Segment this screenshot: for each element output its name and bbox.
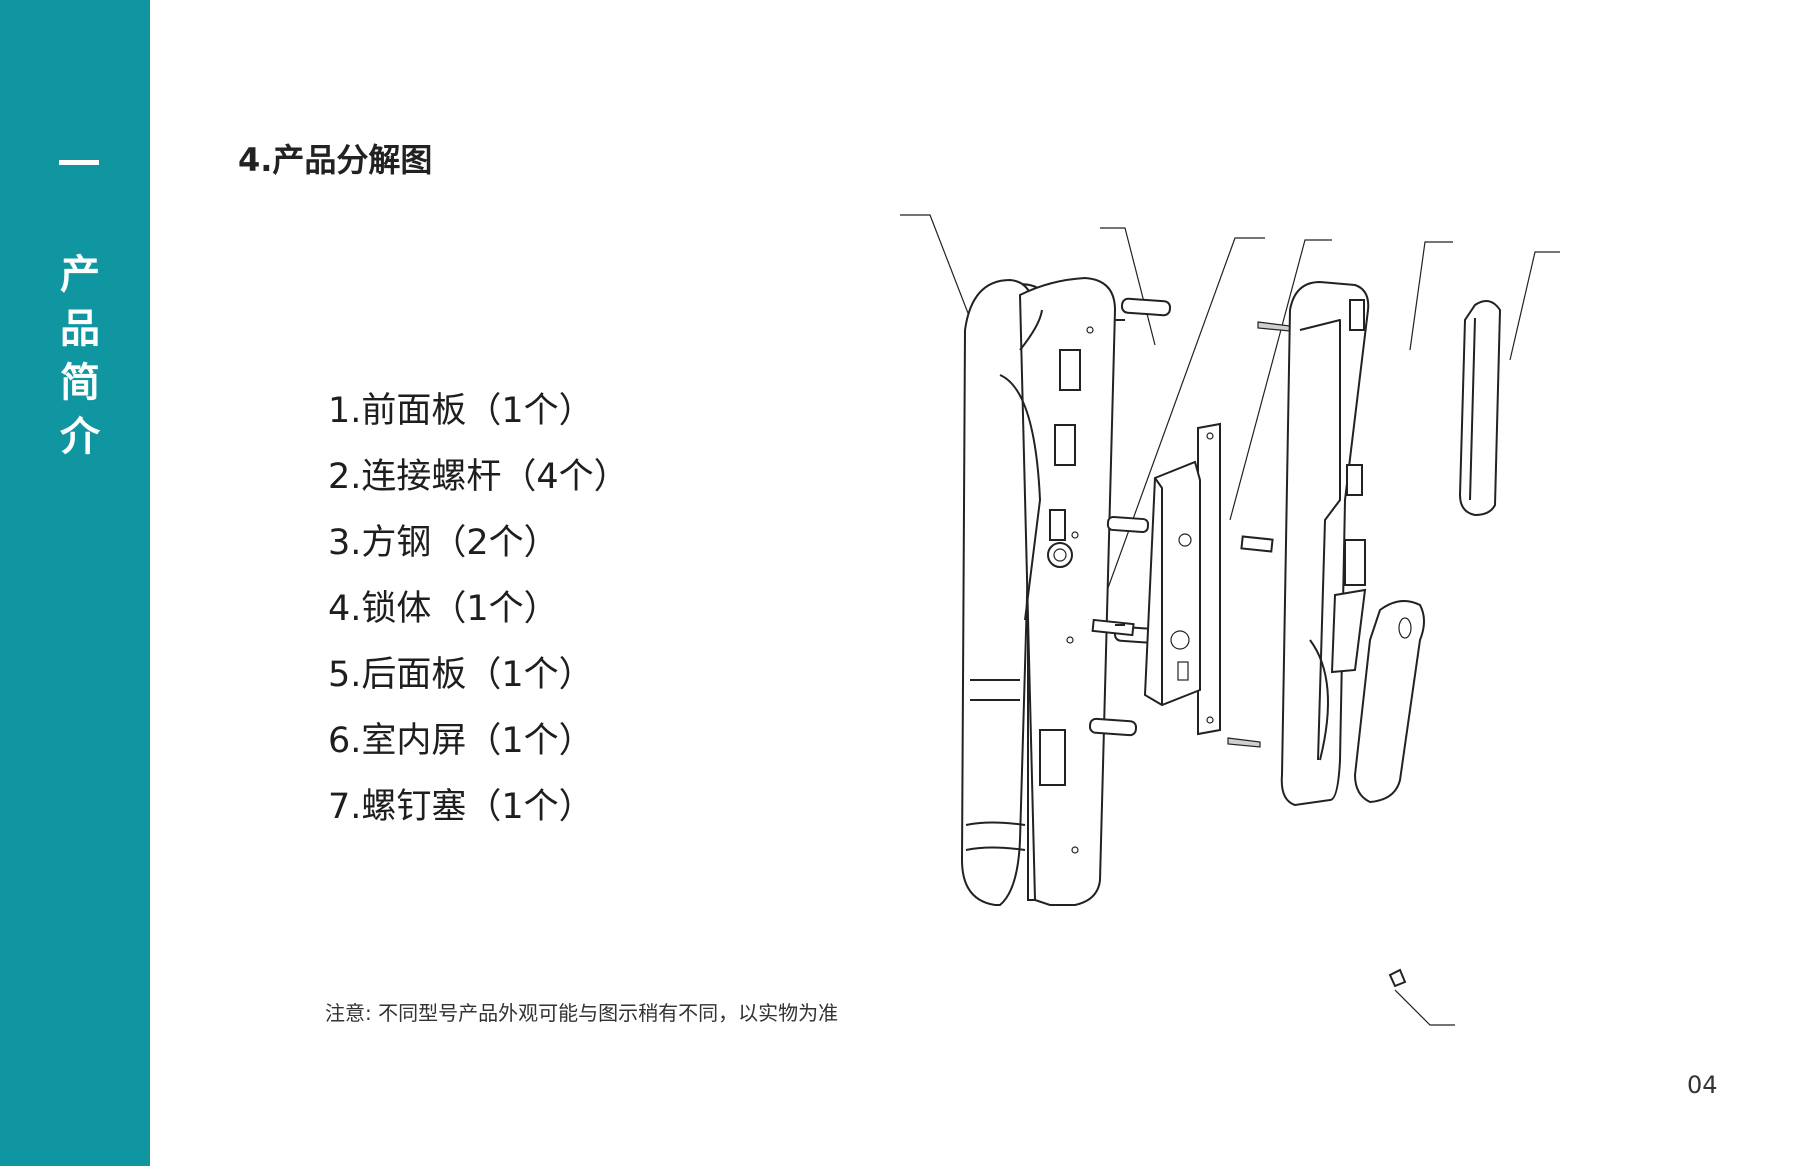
front-panel-part xyxy=(960,276,1117,906)
chapter-title: 产 品 简 介 xyxy=(55,248,105,464)
rear-panel-part xyxy=(1280,280,1370,807)
part-item: 6.室内屏（1个） xyxy=(328,721,594,761)
exploded-view-diagram xyxy=(900,200,1580,1040)
part-item: 3.方钢（2个） xyxy=(328,523,559,563)
part-item: 4.锁体（1个） xyxy=(328,589,559,629)
screw-plug-part xyxy=(1388,968,1407,988)
lock-body-part xyxy=(1143,422,1221,736)
part-item: 1.前面板（1个） xyxy=(328,391,594,431)
chapter-sidebar: 产 品 简 介 xyxy=(0,0,150,1166)
part-item: 2.连接螺杆（4个） xyxy=(328,457,629,497)
page-number: 04 xyxy=(1687,1071,1718,1099)
parts-list: 1.前面板（1个） 2.连接螺杆（4个） 3.方钢（2个） 4.锁体（1个） 5… xyxy=(328,378,629,840)
exploded-view-drawing xyxy=(900,214,1560,1026)
chapter-title-char: 介 xyxy=(60,414,100,460)
rear-handle-part xyxy=(1353,600,1425,804)
section-title: 4.产品分解图 xyxy=(238,141,433,179)
chapter-title-char: 产 xyxy=(60,252,100,298)
chapter-number-mark xyxy=(59,160,99,165)
chapter-title-char: 简 xyxy=(60,360,100,406)
part-item: 7.螺钉塞（1个） xyxy=(328,787,594,827)
indoor-screen-part xyxy=(1458,300,1502,517)
chapter-title-char: 品 xyxy=(60,306,100,352)
screws-part xyxy=(1115,319,1291,748)
disclaimer-note: 注意: 不同型号产品外观可能与图示稍有不同，以实物为准 xyxy=(325,1001,839,1025)
square-spindle-part xyxy=(1091,535,1274,637)
part-item: 5.后面板（1个） xyxy=(328,655,594,695)
